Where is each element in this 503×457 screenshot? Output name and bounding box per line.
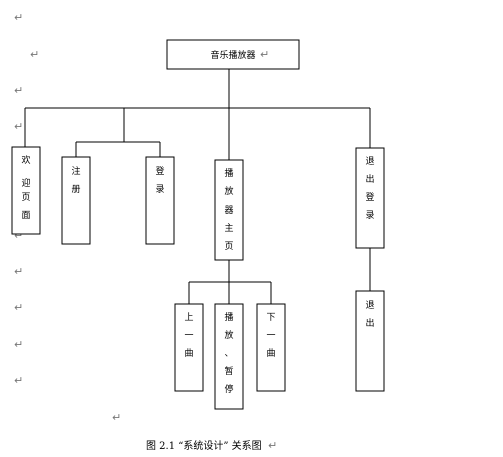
node-previous-track: 上 一 曲 (174, 303, 204, 392)
paragraph-mark: ↵ (260, 48, 269, 61)
paragraph-mark: ↵ (268, 439, 277, 452)
node-char: 注 (71, 165, 80, 177)
connectors (24, 69, 371, 304)
node-char: 暂 (224, 365, 233, 377)
paragraph-mark: ↵ (14, 265, 23, 278)
paragraph-mark: ↵ (14, 11, 23, 24)
node-char: 退 (365, 156, 374, 167)
node-char: 面 (21, 210, 30, 221)
node-char: 登 (365, 192, 374, 203)
node-char: 出 (365, 317, 374, 329)
node-char: 下 (266, 313, 275, 323)
node-char: 登 (155, 166, 164, 177)
node-char: 器 (224, 205, 233, 216)
paragraph-mark: ↵ (14, 374, 23, 387)
node-char: 一 (266, 331, 275, 341)
node-char: 放 (224, 329, 233, 341)
node-char: 曲 (184, 348, 193, 359)
node-char: 录 (365, 210, 374, 221)
node-char: 出 (365, 173, 374, 185)
node-char: 录 (155, 184, 164, 195)
node-char: 、 (224, 349, 233, 359)
paragraph-mark: ↵ (112, 411, 121, 424)
node-char: 欢 (21, 154, 30, 166)
node-player-home: 播 放 器 主 页 (214, 159, 244, 261)
node-login: 登 录 (145, 156, 175, 245)
node-char: 册 (71, 184, 80, 195)
node-welcome-page: 欢 迎 页 面 (11, 146, 41, 235)
paragraph-mark: ↵ (14, 301, 23, 314)
node-char: 放 (224, 185, 233, 197)
node-char: 迎 (21, 177, 30, 189)
node-play-pause: 播 放 、 暂 停 (214, 303, 244, 410)
node-char: 播 (224, 167, 233, 179)
node-char: 退 (365, 300, 374, 311)
node-register: 注 册 (61, 156, 91, 245)
node-char: 曲 (266, 348, 275, 359)
node-char: 一 (184, 331, 193, 341)
node-char: 页 (21, 192, 30, 203)
node-char: 页 (224, 241, 233, 252)
node-char: 播 (224, 311, 233, 323)
node-char: 主 (224, 222, 233, 234)
paragraph-mark: ↵ (14, 84, 23, 97)
node-label: 音乐播放器 (210, 49, 255, 61)
node-logout: 退 出 登 录 (355, 147, 385, 249)
paragraph-mark: ↵ (14, 229, 23, 242)
node-char: 停 (224, 383, 233, 395)
node-music-player: 音乐播放器 ↵ (166, 39, 300, 70)
figure-caption: 图 2.1 “系统设计” 关系图 (146, 439, 262, 452)
paragraph-mark: ↵ (14, 338, 23, 351)
paragraph-mark: ↵ (14, 120, 23, 133)
paragraph-mark: ↵ (30, 48, 39, 61)
node-char: 上 (184, 312, 193, 323)
node-next-track: 下 一 曲 (256, 303, 286, 392)
node-exit: 退 出 (355, 290, 385, 392)
